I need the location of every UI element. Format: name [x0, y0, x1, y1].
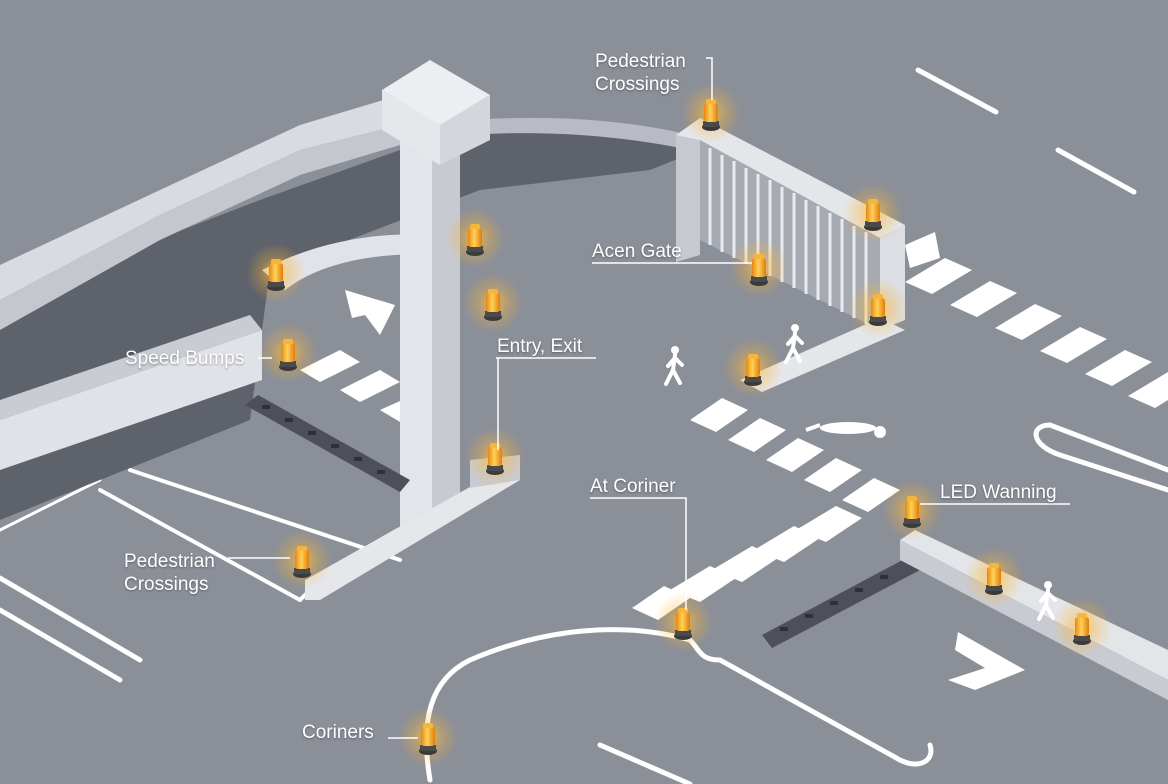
label-line: Crossings: [595, 74, 680, 95]
beacon-light-icon: [848, 278, 908, 338]
leader-lines: [228, 57, 1070, 739]
beacon-light-icon: [258, 323, 318, 383]
beacon-light-icon: [465, 427, 525, 487]
beacon-light-icon: [463, 273, 523, 333]
road-markings: [0, 67, 1168, 784]
lying-person-icon: [805, 422, 886, 438]
central-pillar: [382, 60, 490, 528]
crosswalk-stripes: [300, 232, 1168, 620]
label-acen-gate: Acen Gate: [592, 241, 682, 262]
label-line: Pedestrian: [124, 551, 215, 572]
beacon-light-icon: [723, 338, 783, 398]
label-pedestrian-crossings-top: Pedestrian Crossings: [595, 50, 686, 96]
speed-bump: [245, 395, 410, 492]
beacon-light-icon: [964, 547, 1024, 607]
beacon-light-icon: [246, 243, 306, 303]
label-pedestrian-crossings-bottom: Pedestrian Crossings: [124, 550, 215, 596]
beacon-light-icon: [882, 480, 942, 540]
label-corners: Coriners: [302, 722, 374, 743]
beacon-light-icon: [445, 208, 505, 268]
beacon-light-icon: [398, 707, 458, 767]
side-wall-left: [0, 315, 262, 470]
beacon-light-icon: [681, 83, 741, 143]
curb-island-right: [900, 530, 1168, 700]
beacon-light-icon: [653, 592, 713, 652]
label-led-warning: LED Wanning: [940, 482, 1057, 503]
label-line: Pedestrian: [595, 51, 686, 72]
beacon-light-icon: [272, 530, 332, 590]
direction-arrow-icon: [345, 290, 1025, 690]
speed-bump: [762, 556, 920, 648]
beacon-light-icon: [843, 183, 903, 243]
tunnel-interior: [0, 125, 700, 520]
label-line: Crossings: [124, 574, 209, 595]
label-at-corner: At Coriner: [590, 476, 676, 497]
beacon-light-icon: [729, 238, 789, 298]
label-entry-exit: Entry, Exit: [497, 336, 583, 357]
label-speed-bumps: Speed Bumps: [125, 348, 245, 369]
pedestrian-icon: [664, 344, 684, 386]
beacon-light-icon: [1052, 597, 1112, 657]
